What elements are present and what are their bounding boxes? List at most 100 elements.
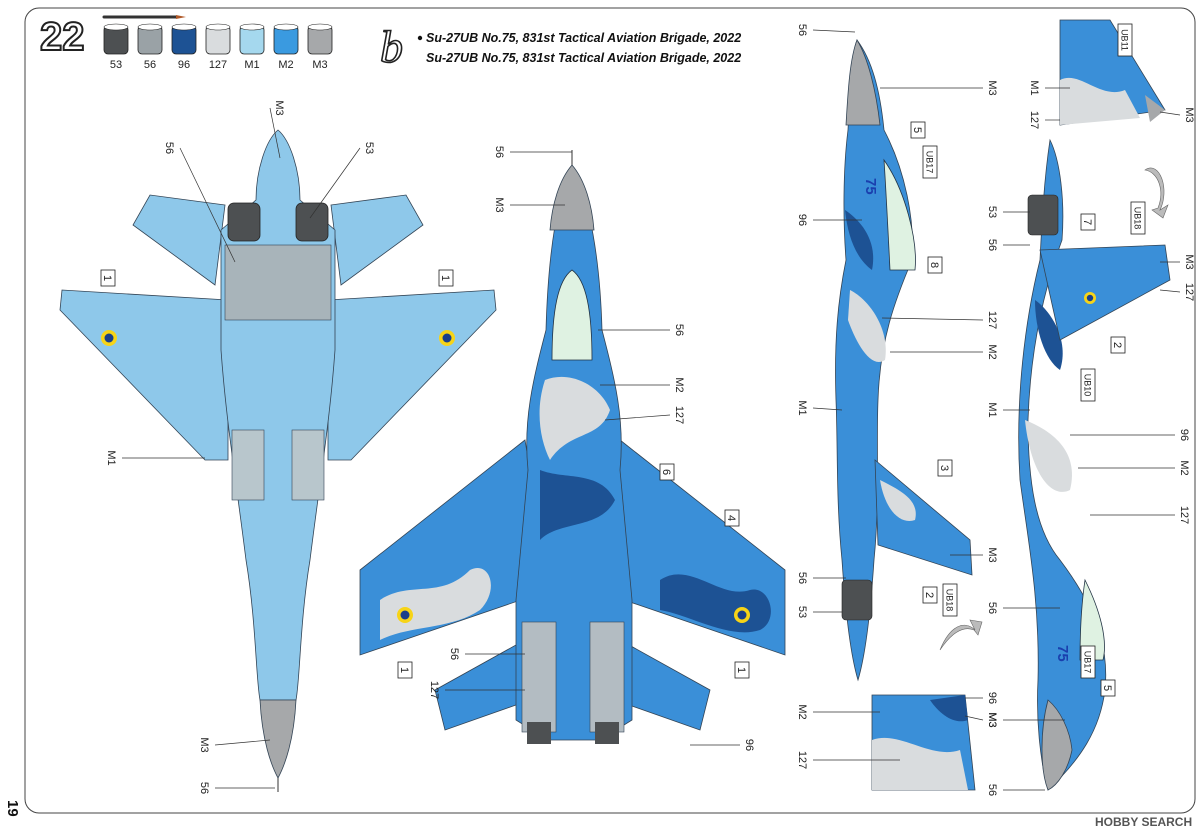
callout: 127 [1159,283,1195,301]
callout-label: 56 [796,572,808,584]
top-nose-cone [549,164,595,231]
decal-number: 5 [911,127,923,133]
decal-number: 6 [660,469,672,475]
decal-number: 1 [101,275,113,281]
callout: M1 [986,402,1030,418]
callout: 127 [881,311,998,329]
decal-marker: 2 [1110,336,1126,354]
decal-marker: 1 [100,269,116,287]
callout: 96 [690,739,755,751]
callout: 53 [309,142,375,219]
callout: M3 [1159,107,1195,123]
side1-camo-light [848,290,886,362]
callout: 127 [1028,111,1060,129]
callout: 96 [965,692,998,704]
callout-label: 56 [986,602,998,614]
callout-label: 96 [1178,429,1190,441]
callout-label: M2 [796,704,808,719]
callout-label: M3 [986,547,998,562]
side2-canopy [1079,578,1105,661]
callout-label: M1 [986,402,998,417]
callout: 96 [796,214,862,226]
title-bullet [417,35,423,41]
side2-nozzle [1027,194,1059,236]
decal-marker: 5 [1100,679,1116,697]
side2-roundel [1084,292,1096,304]
serial-text: UB10 [1083,374,1093,397]
underside-roundel-right [439,330,455,346]
callout: M2 [600,377,685,393]
callout-label: M3 [986,712,998,727]
callout: M3 [950,547,998,563]
decal-marker: 4 [724,509,740,527]
decal-marker: 1 [438,269,454,287]
callout: 56 [796,572,846,584]
swatch-label: 127 [209,59,227,71]
callout: M1 [1028,80,1070,96]
decal-number: 1 [398,667,410,673]
callout: 127 [604,406,685,424]
top-fuselage-camo-dark [540,470,615,540]
callout-label: M3 [986,80,998,95]
top-roundel-right [734,607,750,623]
underside-right-stabilator [330,194,424,286]
decal-number: 3 [938,465,950,471]
callout-label: 127 [673,406,685,424]
swatch-96: 96 [171,23,197,71]
top-right-nozzle [589,621,625,733]
swatch-label: 96 [178,59,190,71]
side1-tail-number: 75 [862,178,879,195]
decal-number: 4 [725,515,737,521]
callout-label: M3 [1183,107,1195,122]
callout-label: 127 [428,681,440,699]
callout: M2 [796,704,880,720]
title-line-2: Su-27UB No.75, 831st Tactical Aviation B… [426,51,741,65]
callout: 56 [493,146,572,158]
callout: 56 [986,784,1045,796]
callout-label: 56 [673,324,685,336]
swatch-127: 127 [205,23,231,71]
serial-tag: UB18 [942,583,958,617]
underside-left-stabilator [132,194,226,286]
callout: M3 [964,712,998,728]
rotate-arrow-icon-2 [939,619,983,651]
side1-camo-dark [845,210,874,270]
underside-left-intake [231,429,265,501]
callout-label: 56 [986,239,998,251]
underside-right-wing [327,289,497,461]
callout: M2 [890,344,998,360]
callout: 56 [198,782,275,794]
callout: 56 [986,602,1060,614]
top-canopy [551,269,593,361]
callout-label: 56 [986,784,998,796]
callout: 127 [796,751,900,769]
decal-marker: 3 [937,459,953,477]
callout: 56 [796,24,856,36]
callout: 56 [986,239,1030,251]
serial-tag: UB10 [1080,368,1096,402]
side1-canopy [883,158,916,271]
callout: 127 [1090,506,1190,524]
step-number: 22 [40,15,85,59]
callout: M3 [269,100,285,159]
serial-text: UB17 [925,151,935,174]
callout-label: 96 [986,692,998,704]
decal-marker: 5 [910,121,926,139]
serial-text: UB18 [945,589,955,612]
callout-label: 53 [796,606,808,618]
callout-label: 56 [796,24,808,36]
aircraft-underside-view [59,129,497,792]
callout-label: M3 [273,100,285,115]
underside-right-nozzle [295,202,329,242]
swatch-label: M3 [312,59,327,71]
decal-number: 8 [928,262,940,268]
side2-tail-fin [1039,244,1171,341]
callout-label: M1 [796,400,808,415]
callout: 96 [1070,429,1190,441]
callout: 127 [428,681,525,699]
callout: 56 [163,142,236,263]
callout-label: M3 [986,712,998,727]
